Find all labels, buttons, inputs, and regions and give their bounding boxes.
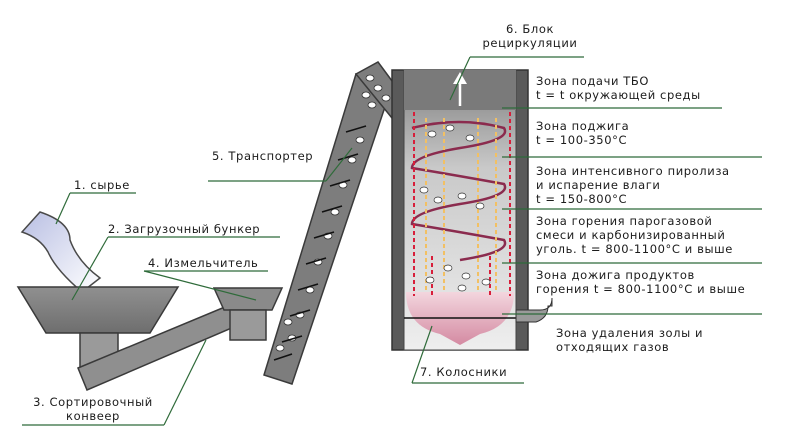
label-transporter: 5. Транспортер (212, 149, 314, 163)
zone-pyrolysis: Зона интенсивного пиролиза и испарение в… (536, 164, 730, 206)
zone-feed-line2: t = t окружающей среды (536, 88, 701, 102)
zone-ash-line2: отходящих газов (556, 340, 670, 354)
label-raw: 1. сырье (74, 178, 130, 192)
loading-hopper (16, 286, 180, 368)
label-sorting-line1: 3. Сортировочный (33, 395, 153, 409)
zone-combustion-line1: Зона горения парогазовой (536, 214, 713, 228)
label-recirc-line1: 6. Блок (505, 22, 555, 36)
gas-spiral (410, 120, 507, 262)
label-recirc-line2: рециркуляции (482, 36, 578, 50)
zone-pyrolysis-line2: и испарение влаги (536, 178, 661, 192)
ash-outlet (515, 297, 553, 323)
zone-ash: Зона удаления золы и отходящих газов (556, 326, 703, 354)
shredder (212, 287, 284, 341)
label-sorting: 3. Сортировочный конвеер (20, 395, 166, 423)
zone-combustion: Зона горения парогазовой смеси и карбони… (536, 214, 733, 256)
zone-afterburn-line2: горения t = 800-1100°C и выше (536, 282, 746, 296)
zone-feed-line1: Зона подачи ТБО (536, 74, 650, 88)
label-shredder: 4. Измельчитель (148, 256, 259, 270)
raw-material-shape (20, 211, 102, 293)
zone-combustion-line2: смеси и карбонизированный (536, 228, 726, 242)
label-recirc: 6. Блок рециркуляции (470, 22, 590, 50)
zone-combustion-line3: уголь. t = 800-1100°C и выше (536, 242, 733, 256)
transporter (263, 61, 414, 385)
zone-pyrolysis-line1: Зона интенсивного пиролиза (536, 164, 730, 178)
zone-afterburn-line1: Зона дожига продуктов (536, 268, 695, 282)
label-sorting-line2: конвеер (66, 409, 120, 423)
zone-afterburn: Зона дожига продуктов горения t = 800-11… (536, 268, 745, 296)
zone-ignition-line1: Зона поджига (536, 119, 630, 133)
zone-ignition-line2: t = 100-350°C (536, 133, 628, 147)
zone-pyrolysis-line3: t = 150-800°C (536, 192, 628, 206)
label-grates: 7. Колосники (420, 365, 508, 379)
zone-ignition: Зона поджига t = 100-350°C (536, 119, 629, 147)
label-hopper: 2. Загрузочный бункер (108, 222, 261, 236)
reactor-shaft (391, 69, 529, 351)
zone-ash-line1: Зона удаления золы и (556, 326, 704, 340)
zone-feed: Зона подачи ТБО t = t окружающей среды (536, 74, 701, 102)
